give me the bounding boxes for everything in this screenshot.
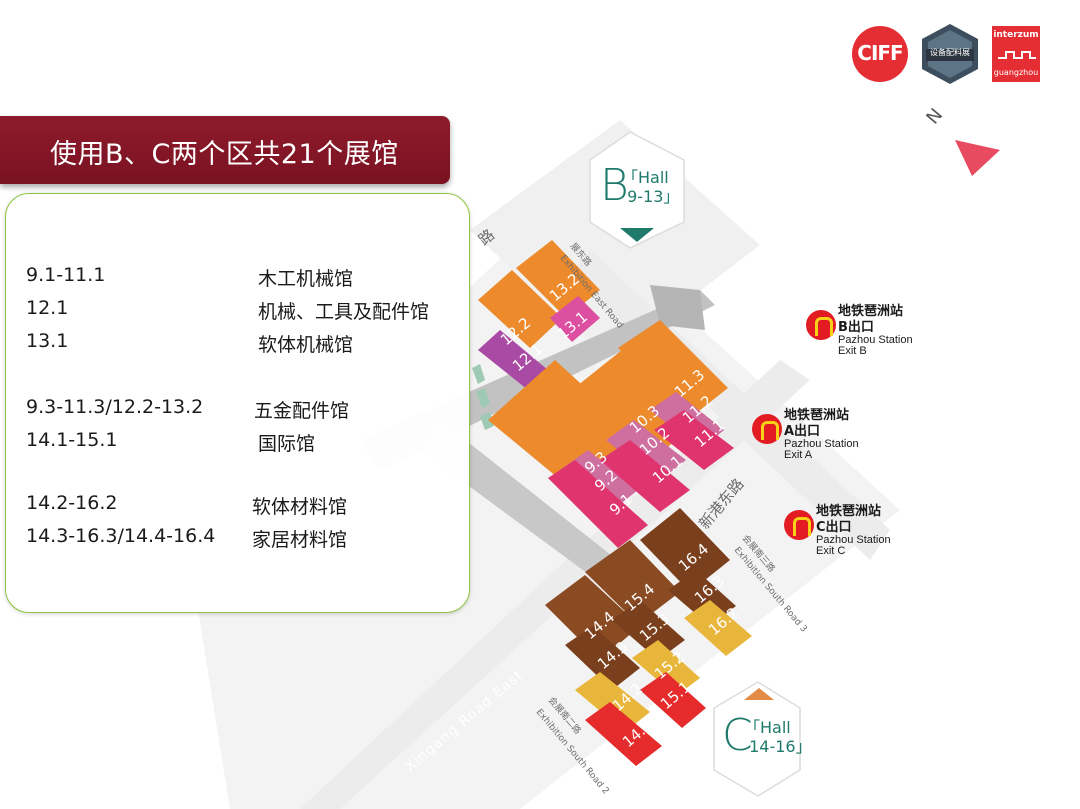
station-name-cn: 地铁琶洲站 (816, 504, 882, 519)
hall-block-16-2[interactable] (684, 600, 752, 656)
metro-exit-b[interactable]: 地铁琶洲站 B出口 Pazhou Station Exit B (806, 304, 926, 364)
metro-icon (752, 414, 782, 444)
list-item: 13.1 软体机械馆 (26, 330, 466, 360)
zone-c-badge[interactable]: C 「Hall 14-16」 (712, 706, 812, 776)
hall-range: 9.1-11.1 (26, 264, 106, 286)
hall-range: 14.2-16.2 (26, 492, 118, 514)
list-item: 14.1-15.1 国际馆 (26, 429, 466, 459)
list-item: 9.3-11.3/12.2-13.2 五金配件馆 (26, 396, 466, 426)
hall-category: 五金配件馆 (254, 400, 350, 422)
hall-block-10-1[interactable] (600, 440, 690, 512)
list-item: 12.1 机械、工具及配件馆 (26, 297, 466, 327)
list-item: 14.2-16.2 软体材料馆 (26, 492, 466, 522)
interzum-logo: interzum guangzhou (992, 26, 1040, 82)
station-name-en: Pazhou Station (816, 534, 891, 546)
hall-category: 国际馆 (258, 433, 316, 455)
hall-category: 木工机械馆 (258, 268, 354, 290)
hall-block-15-2[interactable] (632, 640, 700, 696)
hall-range: 9.3-11.3/12.2-13.2 (26, 396, 204, 418)
walkway-stripes (472, 364, 494, 430)
exit-name-en: Exit C (816, 545, 846, 557)
page-title: 使用B、C两个区共21个展馆 (50, 139, 399, 170)
hall-block-15-4[interactable] (585, 540, 680, 624)
zone-b-badge[interactable]: B 「Hall 9-13」 (590, 156, 686, 226)
hall-block-11-3[interactable] (618, 320, 728, 418)
list-item: 9.1-11.1 木工机械馆 (26, 264, 466, 294)
zone-b-hall-text: 「Hall 9-13」 (622, 168, 680, 206)
hall-block-15-1[interactable] (640, 672, 706, 728)
zone-c-letter: C (722, 710, 753, 761)
zone-b-letter: B (600, 160, 629, 211)
zone-c-hexagon[interactable] (713, 681, 801, 797)
hall-block-14-2[interactable] (575, 672, 650, 732)
zone-c-hall-text: 「Hall 14-16」 (744, 718, 812, 756)
zone-b-hexagon[interactable] (589, 131, 685, 249)
halls-info-panel: 9.1-11.1 木工机械馆 12.1 机械、工具及配件馆 13.1 软体机械馆… (5, 193, 470, 613)
equipment-fair-logo: 设备配料展 (920, 22, 980, 86)
ciff-logo: CIFF (852, 26, 908, 82)
list-item: 14.3-16.3/14.4-16.4 家居材料馆 (26, 525, 466, 555)
hall-block-12-2[interactable] (478, 270, 562, 348)
hall-range: 12.1 (26, 297, 69, 319)
hall-block-14-1[interactable] (585, 702, 662, 766)
hall-block-14-4[interactable] (545, 575, 640, 660)
hall-category: 家居材料馆 (252, 529, 348, 551)
compass-arrow-icon (955, 140, 1000, 176)
exit-name-en: Exit A (784, 449, 813, 461)
exit-name-cn: C出口 (816, 520, 852, 535)
exit-name-en: Exit B (838, 345, 867, 357)
hall-block-10-2[interactable] (606, 420, 686, 482)
metro-icon (784, 510, 814, 540)
station-name-en: Pazhou Station (838, 334, 913, 346)
metro-exit-c[interactable]: 地铁琶洲站 C出口 Pazhou Station Exit C (784, 504, 904, 564)
station-name-cn: 地铁琶洲站 (784, 408, 850, 423)
hall-block-13-1[interactable] (550, 296, 600, 342)
hall-block-15-3[interactable] (612, 600, 685, 660)
metro-icon (806, 310, 836, 340)
hall-block-9-1[interactable] (548, 460, 648, 548)
title-banner: 使用B、C两个区共21个展馆 (0, 116, 450, 184)
hall-category: 软体机械馆 (258, 334, 354, 356)
metro-exit-a[interactable]: 地铁琶洲站 A出口 Pazhou Station Exit A (752, 408, 872, 468)
station-name-cn: 地铁琶洲站 (838, 304, 904, 319)
exit-name-cn: A出口 (784, 424, 821, 439)
hall-block-11-1[interactable] (654, 410, 734, 470)
hall-range: 13.1 (26, 330, 69, 352)
interzum-mark-icon (998, 51, 1036, 59)
hall-category: 机械、工具及配件馆 (258, 301, 430, 323)
station-name-en: Pazhou Station (784, 438, 859, 450)
exit-name-cn: B出口 (838, 320, 874, 335)
hexagon-icon (922, 24, 978, 84)
hall-block-14-3[interactable] (565, 626, 640, 690)
hall-block-12-1[interactable] (478, 330, 548, 390)
hall-category: 软体材料馆 (252, 496, 348, 518)
hall-range: 14.1-15.1 (26, 429, 118, 451)
hall-range: 14.3-16.3/14.4-16.4 (26, 525, 216, 547)
hall-block-16-4[interactable] (640, 508, 730, 592)
